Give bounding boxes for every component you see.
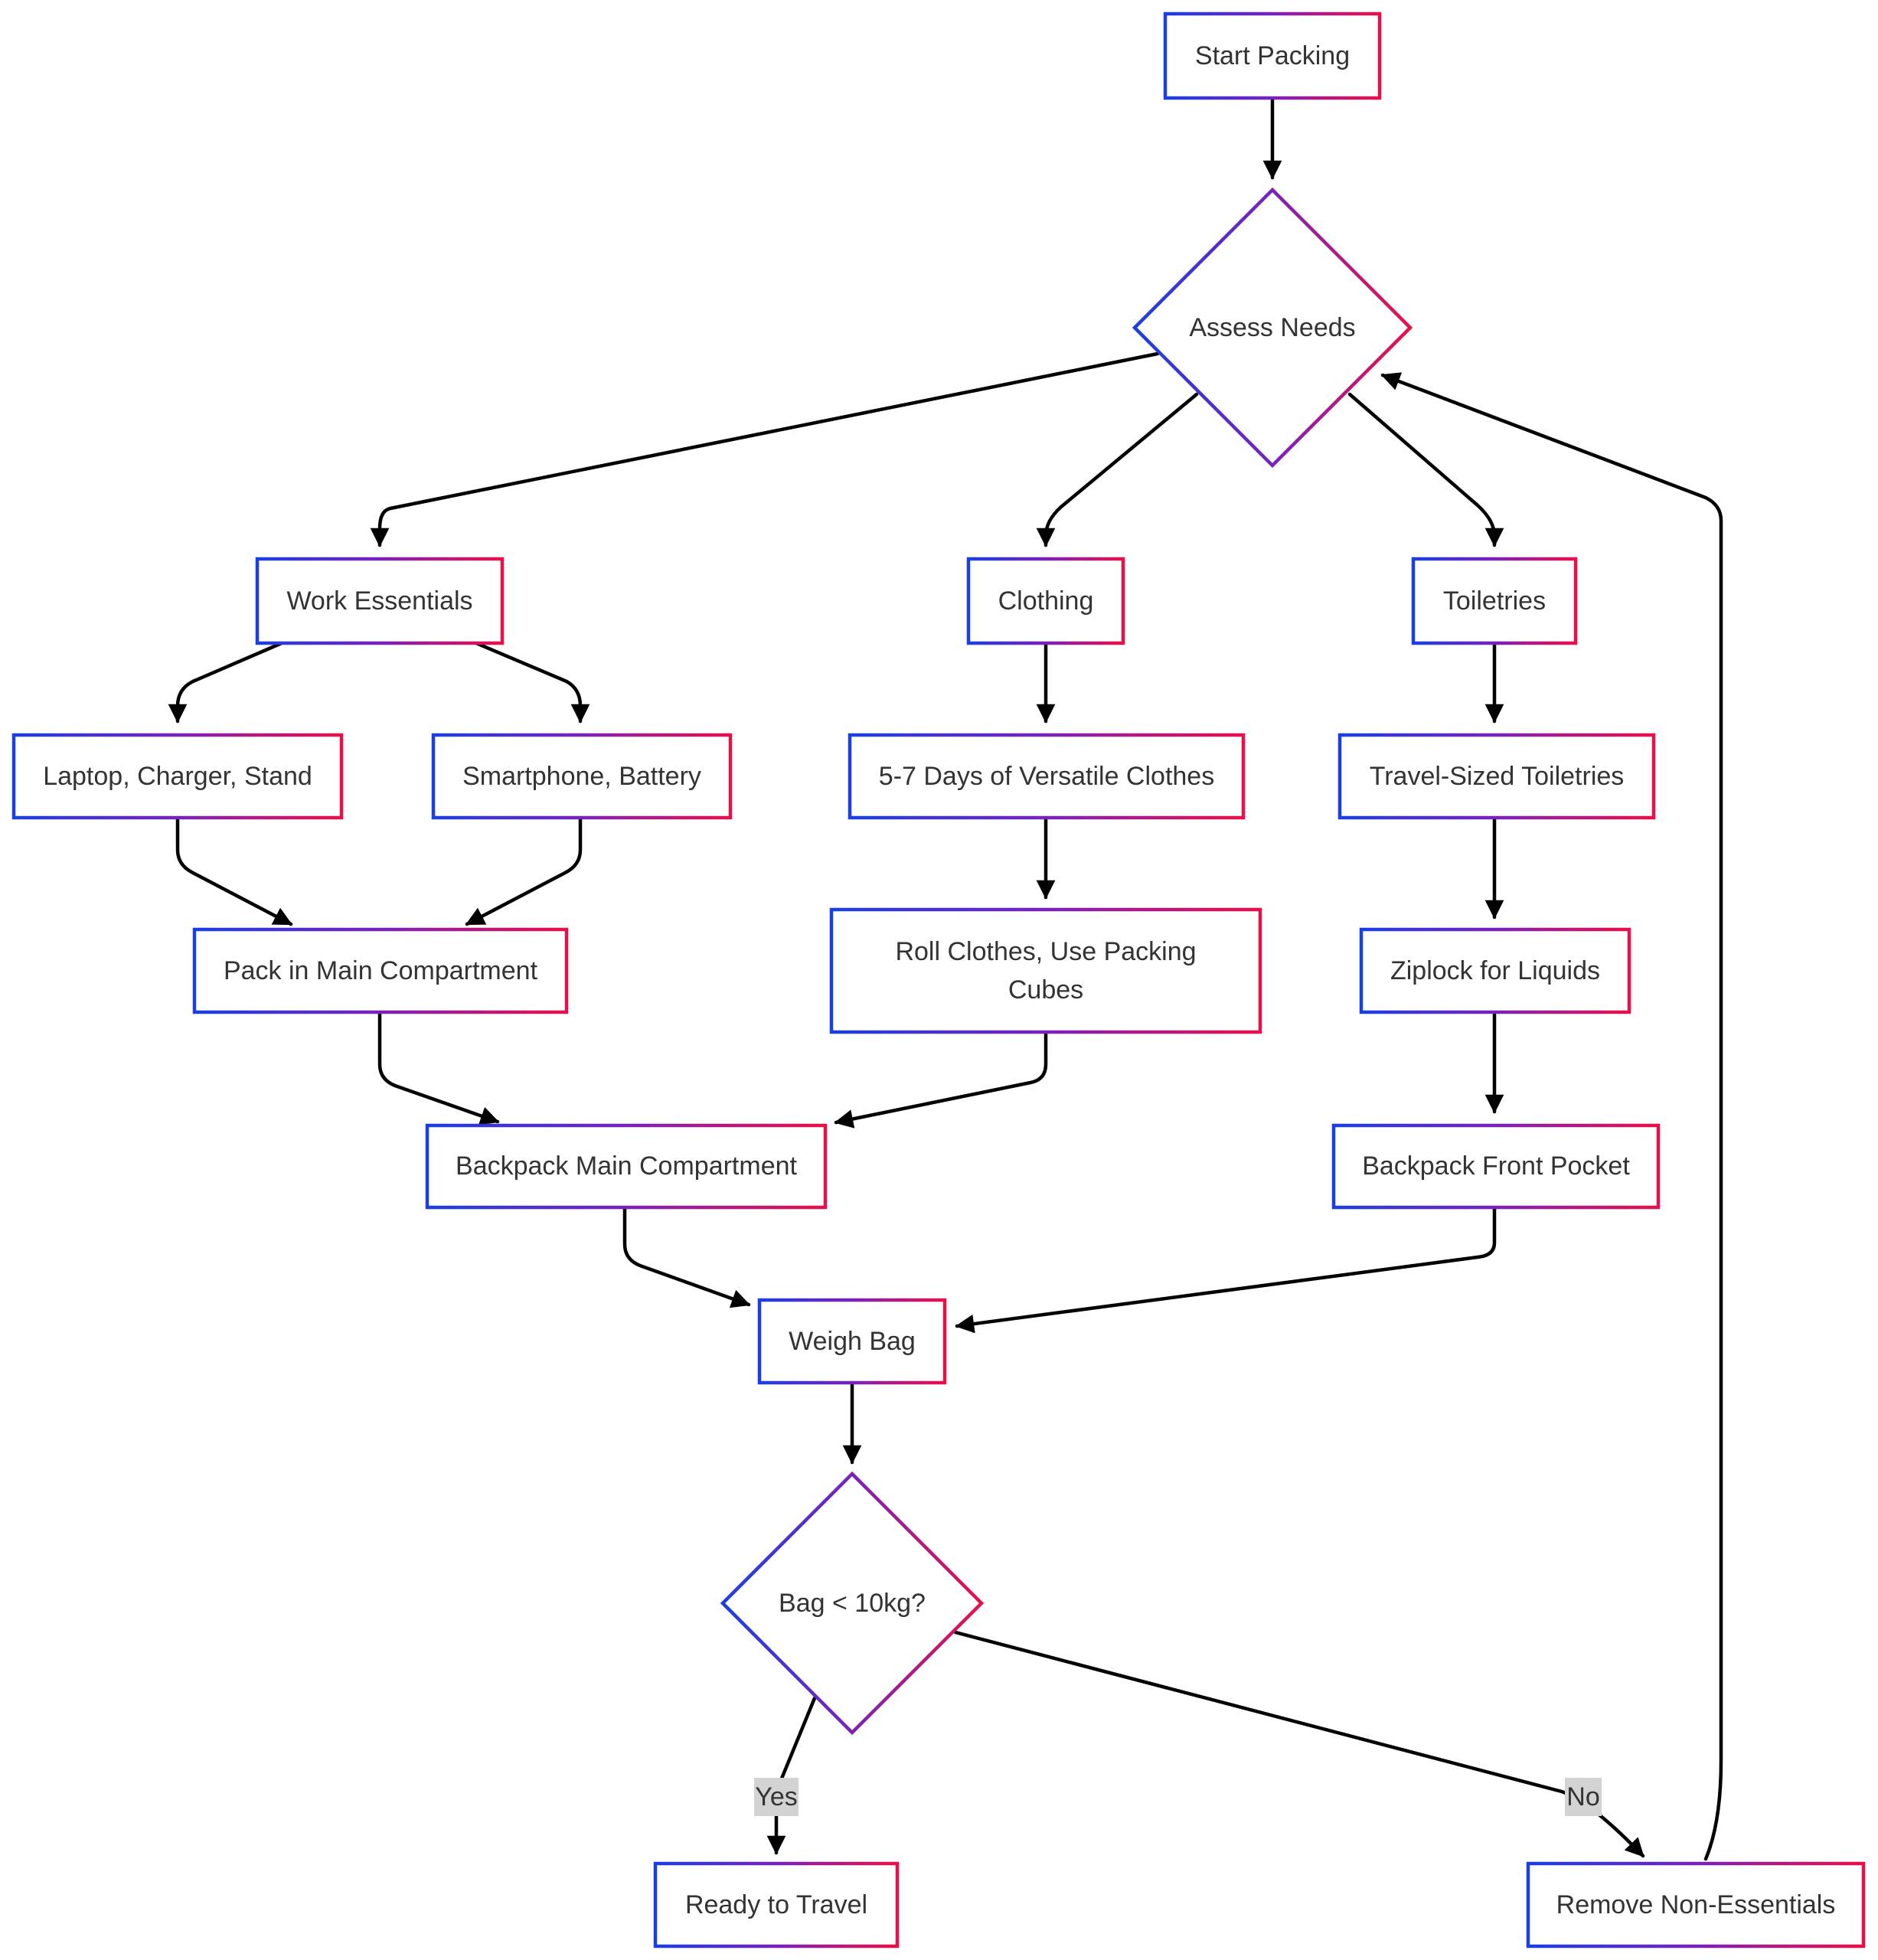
node-assess-needs[interactable]: Assess Needs xyxy=(1132,187,1413,469)
node-assess-needs-label: Assess Needs xyxy=(1189,313,1355,342)
node-weigh-bag[interactable]: Weigh Bag xyxy=(757,1298,947,1385)
node-clothing[interactable]: Clothing xyxy=(966,557,1125,645)
node-ziplock-for-liquids-label: Ziplock for Liquids xyxy=(1390,956,1600,985)
nodes-layer: Start Packing Assess Needs Work Essentia… xyxy=(11,11,1866,1949)
edge-labels-layer: Yes No xyxy=(754,1778,1602,1816)
node-work-essentials-label: Work Essentials xyxy=(286,586,472,616)
node-clothing-label: Clothing xyxy=(998,586,1094,616)
edge-label-no: No xyxy=(1565,1778,1602,1816)
edge-front-pocket-to-weigh xyxy=(955,1205,1497,1334)
edge-label-no-text: No xyxy=(1566,1782,1599,1811)
edge-label-yes: Yes xyxy=(754,1778,799,1816)
edges-layer xyxy=(168,97,1723,1861)
node-versatile-clothes-label: 5-7 Days of Versatile Clothes xyxy=(879,762,1214,791)
edge-smartphone-to-pack-main xyxy=(465,815,583,926)
node-ready-to-travel-label: Ready to Travel xyxy=(685,1890,867,1919)
edge-check-to-remove xyxy=(953,1630,1645,1858)
edge-work-to-laptop xyxy=(168,641,284,724)
edge-laptop-to-pack-main xyxy=(175,815,293,926)
node-laptop-charger-stand[interactable]: Laptop, Charger, Stand xyxy=(11,733,344,820)
node-start-packing[interactable]: Start Packing xyxy=(1163,11,1382,100)
node-backpack-front-pocket[interactable]: Backpack Front Pocket xyxy=(1331,1123,1661,1210)
edge-assess-to-toiletries xyxy=(1347,392,1504,547)
node-travel-sized-toiletries[interactable]: Travel-Sized Toiletries xyxy=(1337,733,1656,820)
edge-remove-to-assess xyxy=(1380,372,1723,1861)
node-toiletries[interactable]: Toiletries xyxy=(1411,557,1578,645)
node-remove-non-essentials-label: Remove Non-Essentials xyxy=(1556,1890,1836,1919)
node-backpack-front-pocket-label: Backpack Front Pocket xyxy=(1362,1152,1630,1181)
edge-work-to-smartphone xyxy=(474,641,590,724)
node-remove-non-essentials[interactable]: Remove Non-Essentials xyxy=(1526,1861,1866,1949)
edge-assess-to-clothing xyxy=(1036,392,1199,547)
edge-pack-main-to-backpack-main xyxy=(377,1010,500,1125)
node-pack-in-main-compartment[interactable]: Pack in Main Compartment xyxy=(192,927,569,1014)
edge-assess-to-work xyxy=(370,351,1160,547)
edge-roll-to-backpack-main xyxy=(834,1030,1048,1129)
node-smartphone-battery-label: Smartphone, Battery xyxy=(462,762,701,791)
node-backpack-main-compartment-label: Backpack Main Compartment xyxy=(456,1152,798,1181)
node-toiletries-label: Toiletries xyxy=(1443,586,1546,616)
node-ready-to-travel[interactable]: Ready to Travel xyxy=(653,1861,900,1949)
edge-check-to-ready xyxy=(766,1696,817,1855)
node-laptop-charger-stand-label: Laptop, Charger, Stand xyxy=(43,762,312,791)
node-bag-weight-check-label: Bag < 10kg? xyxy=(779,1589,926,1618)
node-pack-in-main-compartment-label: Pack in Main Compartment xyxy=(224,956,538,985)
node-start-packing-label: Start Packing xyxy=(1195,41,1350,70)
node-backpack-main-compartment[interactable]: Backpack Main Compartment xyxy=(425,1123,828,1210)
edge-backpack-main-to-weigh xyxy=(622,1205,751,1308)
node-weigh-bag-label: Weigh Bag xyxy=(789,1327,916,1356)
node-roll-clothes[interactable]: Roll Clothes, Use Packing Cubes xyxy=(829,907,1262,1034)
node-roll-clothes-label-line-1: Roll Clothes, Use Packing xyxy=(895,937,1196,966)
node-roll-clothes-label-line-2: Cubes xyxy=(1008,975,1083,1004)
edge-label-yes-text: Yes xyxy=(755,1782,797,1811)
node-bag-weight-check[interactable]: Bag < 10kg? xyxy=(720,1471,985,1736)
node-versatile-clothes[interactable]: 5-7 Days of Versatile Clothes xyxy=(848,733,1246,820)
node-smartphone-battery[interactable]: Smartphone, Battery xyxy=(431,733,733,820)
node-travel-sized-toiletries-label: Travel-Sized Toiletries xyxy=(1370,762,1625,791)
node-ziplock-for-liquids[interactable]: Ziplock for Liquids xyxy=(1359,927,1631,1014)
node-work-essentials[interactable]: Work Essentials xyxy=(255,557,505,645)
